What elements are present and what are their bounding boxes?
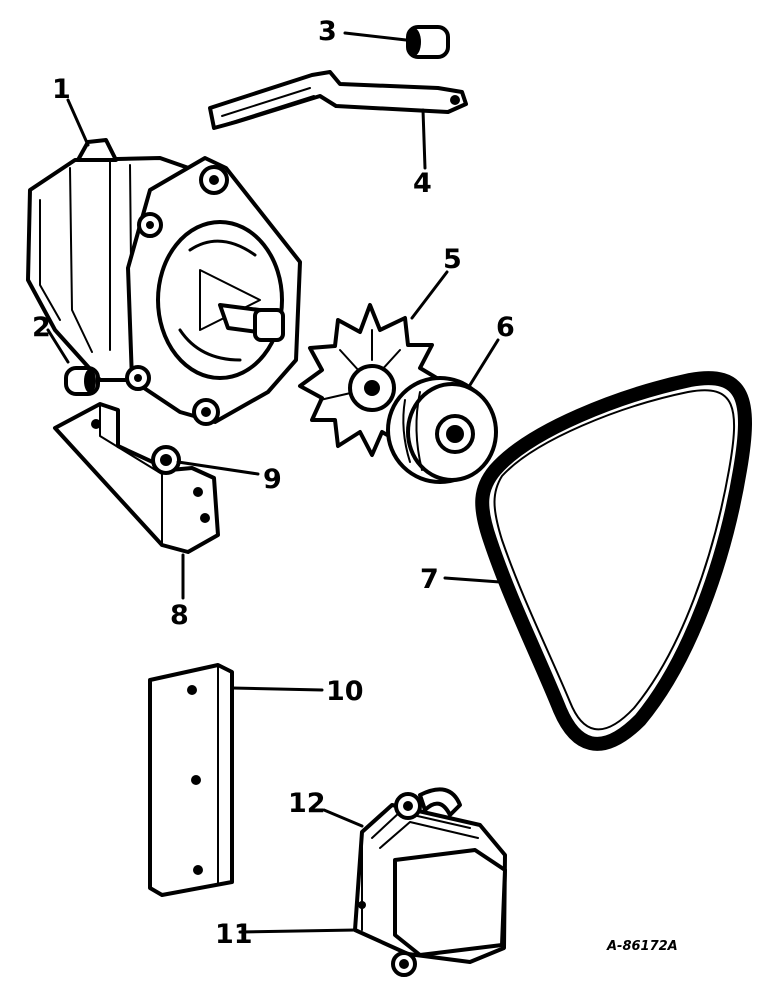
callout-3: 3 (318, 16, 337, 47)
part-10-plate (148, 663, 234, 897)
part-11-12-regulator (353, 787, 507, 977)
callout-11: 11 (215, 919, 253, 950)
callout-6: 6 (496, 312, 515, 343)
part-9-nut (151, 445, 181, 475)
part-8-bracket (53, 402, 220, 554)
callout-8: 8 (170, 600, 189, 631)
callout-10: 10 (326, 676, 364, 707)
callout-12: 12 (288, 788, 326, 819)
callout-2: 2 (32, 312, 51, 343)
callout-7: 7 (420, 564, 439, 595)
leader-lines (46, 31, 502, 934)
figure-id: A-86172A (606, 939, 678, 954)
callout-1: 1 (52, 74, 71, 105)
part-3-spacer (406, 25, 450, 59)
part-7-drive-belt (475, 371, 752, 751)
part-6-pulley (386, 376, 498, 484)
callout-4: 4 (413, 168, 432, 199)
part-1-alternator (26, 138, 302, 426)
callout-5: 5 (443, 244, 462, 275)
callout-9: 9 (263, 464, 282, 495)
part-2-spacer (64, 366, 100, 396)
part-4-adjusting-strap (208, 70, 468, 130)
